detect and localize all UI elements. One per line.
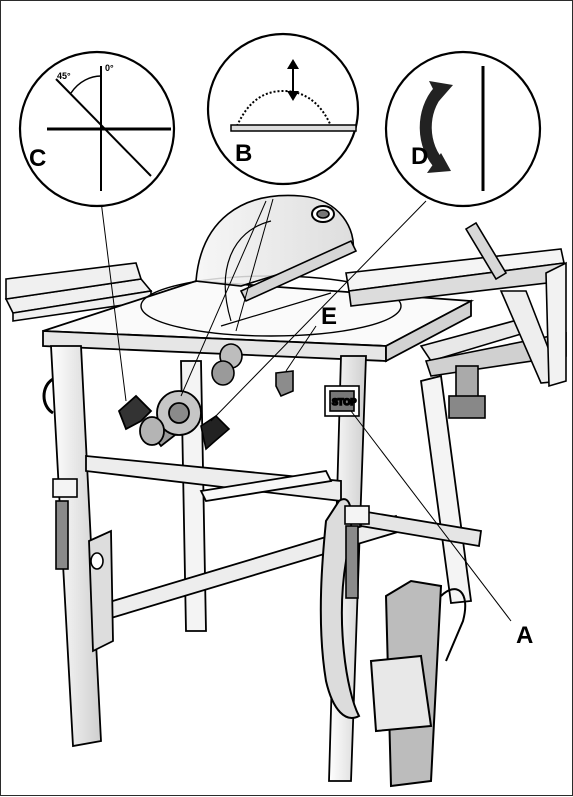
right-extension bbox=[345, 221, 567, 419]
leader-lines bbox=[100, 198, 512, 622]
on-off-switch: STOP bbox=[324, 385, 360, 417]
detail-b-circle: B bbox=[206, 32, 360, 186]
label-d: D bbox=[411, 143, 428, 170]
height-adjustment-handwheel bbox=[117, 390, 202, 448]
label-e: E bbox=[321, 303, 337, 330]
left-side-holders bbox=[42, 377, 104, 570]
riving-knife-holder-e bbox=[275, 370, 294, 398]
angle-0-label: 0° bbox=[105, 63, 114, 73]
detail-d-circle: D bbox=[384, 50, 542, 208]
accessory-box bbox=[369, 579, 467, 788]
switch-label: STOP bbox=[332, 397, 356, 407]
detail-c-circle: 45° 0° C bbox=[18, 50, 176, 208]
tilt-lock-knob bbox=[200, 414, 231, 451]
miter-knob bbox=[211, 343, 243, 386]
label-c: C bbox=[29, 145, 46, 172]
blade-guard bbox=[195, 194, 358, 322]
label-b: B bbox=[235, 140, 252, 167]
right-leg-holder bbox=[344, 505, 370, 599]
angle-45-label: 45° bbox=[57, 71, 71, 81]
label-a: A bbox=[516, 622, 533, 649]
